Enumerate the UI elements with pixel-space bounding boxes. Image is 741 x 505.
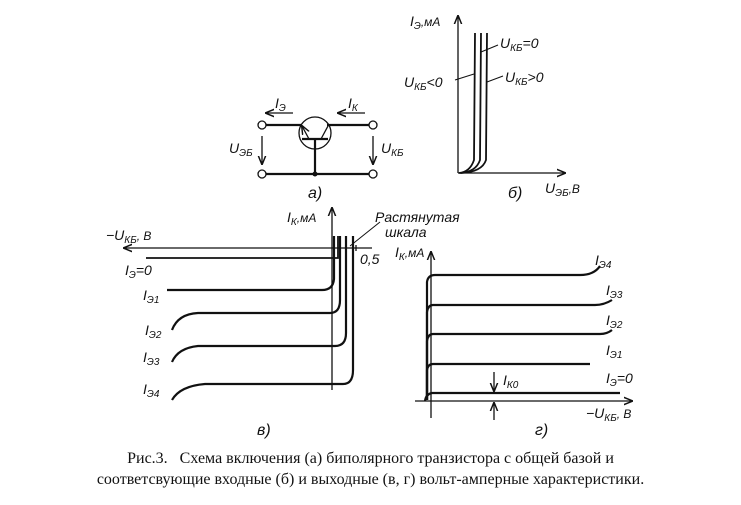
ik0-label: IК0	[503, 372, 519, 391]
output-terminal-top	[368, 120, 378, 130]
output-terminal-bottom	[368, 169, 378, 179]
input-terminal-bottom	[257, 169, 267, 179]
label-v-ie0: IЭ=0	[125, 262, 152, 281]
stretched-scale-label-2: шкала	[385, 224, 427, 240]
collector-lead	[320, 125, 329, 140]
panel-g-output-characteristics: IК0 IК,мА −UКБ, В IЭ4 IЭ3 IЭ2 IЭ1 IЭ=0 г…	[395, 244, 633, 439]
panel-v-label: в)	[257, 422, 271, 439]
curve-ie2	[170, 236, 342, 331]
curve-ie3	[170, 236, 348, 363]
label-g-ie1: IЭ1	[606, 342, 622, 361]
label-v-ie3: IЭ3	[143, 349, 160, 368]
label-g-ie3: IЭ3	[606, 282, 623, 301]
emitter-arrow-icon	[302, 126, 310, 140]
panel-v-y-label: IК,мА	[287, 209, 316, 228]
panel-g-x-label: −UКБ, В	[586, 405, 631, 424]
panel-v-x-label: −UКБ, В	[106, 227, 151, 246]
panel-b-label: б)	[508, 185, 522, 202]
curve-ie4	[171, 236, 355, 401]
label-ukb-zero: UКБ=0	[500, 35, 539, 54]
ueb-label: UЭБ	[229, 140, 253, 159]
label-ukb-negative: UКБ<0	[404, 74, 443, 93]
caption-line-1: Рис.3. Схема включения (а) биполярного т…	[127, 450, 614, 467]
g-curve-ie0	[423, 391, 620, 402]
curve-ukb-negative	[458, 32, 476, 174]
panel-g-label: г)	[535, 422, 548, 439]
curve-ukb-positive	[460, 32, 488, 174]
curve-ie1	[167, 236, 336, 292]
curve-ukb-zero	[459, 32, 482, 174]
leader-positive	[486, 75, 504, 83]
panel-b-y-label: IЭ,мА	[410, 13, 440, 32]
panel-g-y-label: IК,мА	[395, 244, 424, 263]
curve-ie0	[146, 236, 339, 259]
emitter-current-label: IЭ	[275, 95, 286, 114]
leader-negative	[454, 73, 475, 81]
junction-dot	[312, 171, 318, 177]
leader-zero	[480, 44, 499, 53]
stretched-scale-leader	[349, 221, 381, 247]
panel-b-input-characteristics: IЭ,мА UЭБ,В UКБ=0 UКБ<0 UКБ>0 б)	[404, 13, 580, 202]
label-v-ie1: IЭ1	[143, 287, 159, 306]
g-curve-ie4	[425, 265, 601, 400]
caption-line-2: соответсвующие входные (б) и выходные (в…	[96, 471, 645, 488]
label-g-ie0: IЭ=0	[606, 370, 633, 389]
collector-current-label: IК	[348, 95, 359, 114]
figure-caption: Рис.3. Схема включения (а) биполярного т…	[0, 448, 741, 490]
label-v-ie4: IЭ4	[143, 381, 160, 400]
ukb-label: UКБ	[381, 140, 404, 159]
stretched-scale-label-1: Растянутая	[375, 209, 460, 225]
panel-a-label: а)	[308, 185, 322, 202]
panel-v-output-characteristics: Растянутая шкала 0,5 IК,мА −UКБ, В IЭ=0 …	[106, 208, 460, 439]
tick-label-0-5: 0,5	[360, 251, 380, 267]
panel-b-x-label: UЭБ,В	[545, 180, 580, 199]
label-v-ie2: IЭ2	[145, 322, 162, 341]
panel-a-circuit: IЭ IК UЭБ UКБ а)	[229, 95, 404, 202]
label-g-ie2: IЭ2	[606, 312, 623, 331]
input-terminal-top	[257, 120, 267, 130]
label-ukb-positive: UКБ>0	[505, 69, 544, 88]
g-curve-ie3	[425, 299, 613, 400]
